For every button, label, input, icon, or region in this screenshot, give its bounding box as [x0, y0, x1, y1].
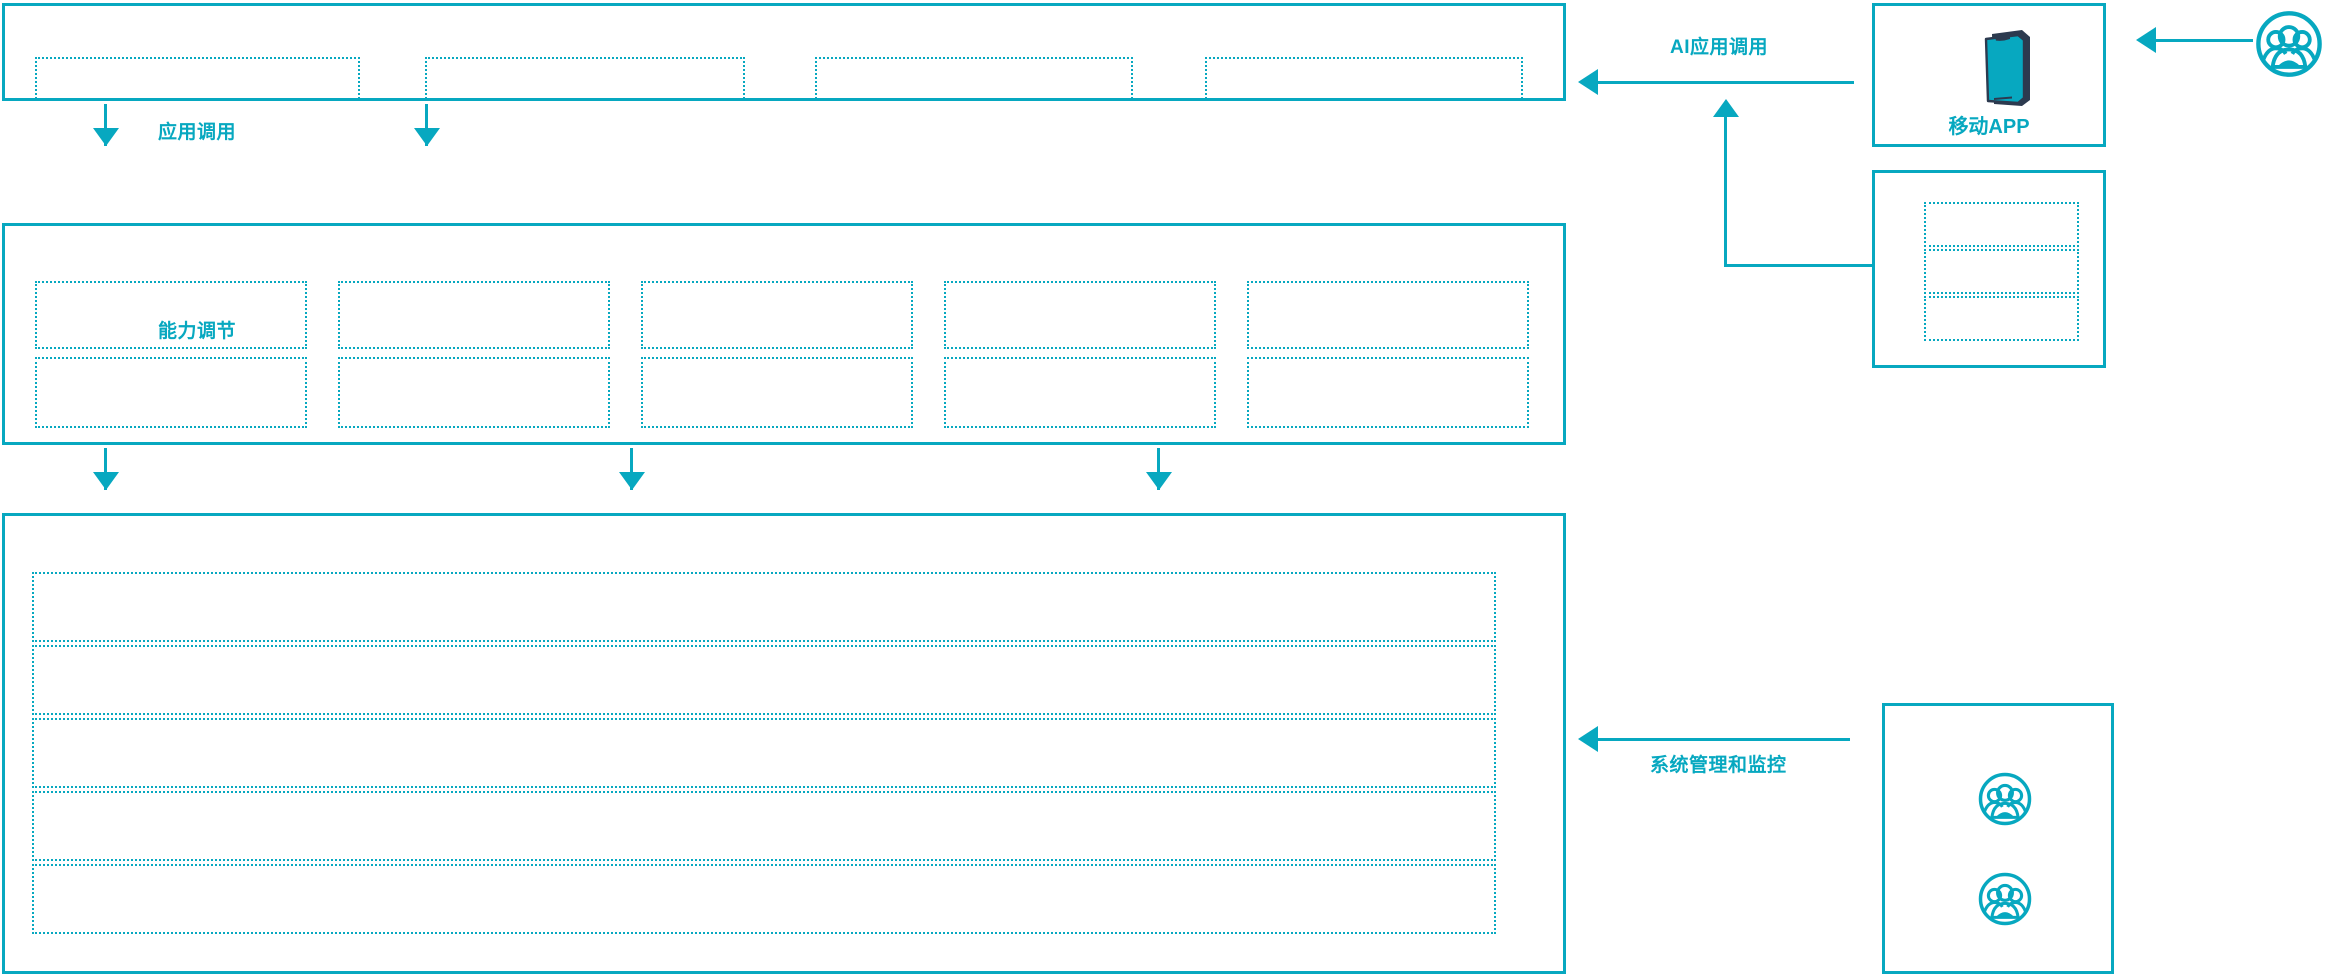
app-invoke-line-left — [104, 104, 107, 146]
platform-layer-row-2[interactable] — [32, 645, 1496, 715]
capability-adjust-arrow-2 — [619, 472, 645, 490]
mobile-app-label: 移动APP — [1948, 116, 2030, 138]
capability-layer-slot-r1c1[interactable] — [35, 281, 307, 349]
ai-app-invoke-feeder-line — [1724, 116, 1727, 266]
capability-layer-slot-r1c4[interactable] — [944, 281, 1216, 349]
capability-layer-slot-r1c5[interactable] — [1247, 281, 1529, 349]
capability-adjust-line-3 — [1157, 448, 1160, 490]
flow-label-ai-app-invoke: AI应用调用 — [1670, 37, 1769, 58]
mobile-phone-icon — [1978, 28, 2034, 108]
sys-monitor-arrow-head — [1578, 726, 1598, 752]
platform-layer-row-4[interactable] — [32, 791, 1496, 861]
flow-label-capability-adjust: 能力调节 — [158, 321, 237, 342]
sys-monitor-line — [1596, 738, 1850, 741]
ai-app-invoke-arrow-head — [1578, 69, 1598, 95]
end-user-to-app-arrow — [2136, 27, 2156, 53]
operators-box[interactable] — [1882, 703, 2114, 974]
ai-app-invoke-line-horizontal — [1596, 81, 1854, 84]
platform-layer-row-5[interactable] — [32, 864, 1496, 934]
capability-adjust-arrow-1 — [93, 472, 119, 490]
user-group-icon — [1977, 871, 2033, 927]
user-group-icon — [1977, 771, 2033, 827]
end-user-to-app-line — [2155, 39, 2253, 42]
app-invoke-arrow-right — [414, 128, 440, 146]
capability-layer-slot-r1c2[interactable] — [338, 281, 610, 349]
flow-label-sys-monitor: 系统管理和监控 — [1650, 755, 1787, 776]
capability-adjust-line-1 — [104, 448, 107, 490]
capability-layer-slot-r2c1[interactable] — [35, 357, 307, 428]
capability-layer-container — [2, 223, 1566, 445]
platform-layer-row-3[interactable] — [32, 718, 1496, 788]
ai-app-invoke-feeder-elbow — [1724, 264, 1872, 267]
application-layer-container — [2, 3, 1566, 101]
capability-layer-slot-r1c3[interactable] — [641, 281, 913, 349]
capability-adjust-arrow-3 — [1146, 472, 1172, 490]
platform-layer-row-1[interactable] — [32, 572, 1496, 642]
platform-layer-container — [2, 513, 1566, 974]
application-layer-clip-mask — [5, 101, 1563, 149]
capability-adjust-line-2 — [630, 448, 633, 490]
capability-layer-slot-r2c5[interactable] — [1247, 357, 1529, 428]
capability-layer-slot-r2c4[interactable] — [944, 357, 1216, 428]
capability-layer-slot-r2c3[interactable] — [641, 357, 913, 428]
capability-layer-slot-r2c2[interactable] — [338, 357, 610, 428]
user-group-icon — [2254, 9, 2324, 79]
app-invoke-arrow-left — [93, 128, 119, 146]
app-invoke-line-right — [425, 104, 428, 146]
admin-panel-slot-1[interactable] — [1924, 202, 2079, 247]
flow-label-app-invoke: 应用调用 — [158, 122, 237, 143]
admin-panel-slot-2[interactable] — [1924, 249, 2079, 294]
admin-panel-slot-3[interactable] — [1924, 296, 2079, 341]
ai-app-invoke-feeder-arrow — [1713, 99, 1739, 117]
